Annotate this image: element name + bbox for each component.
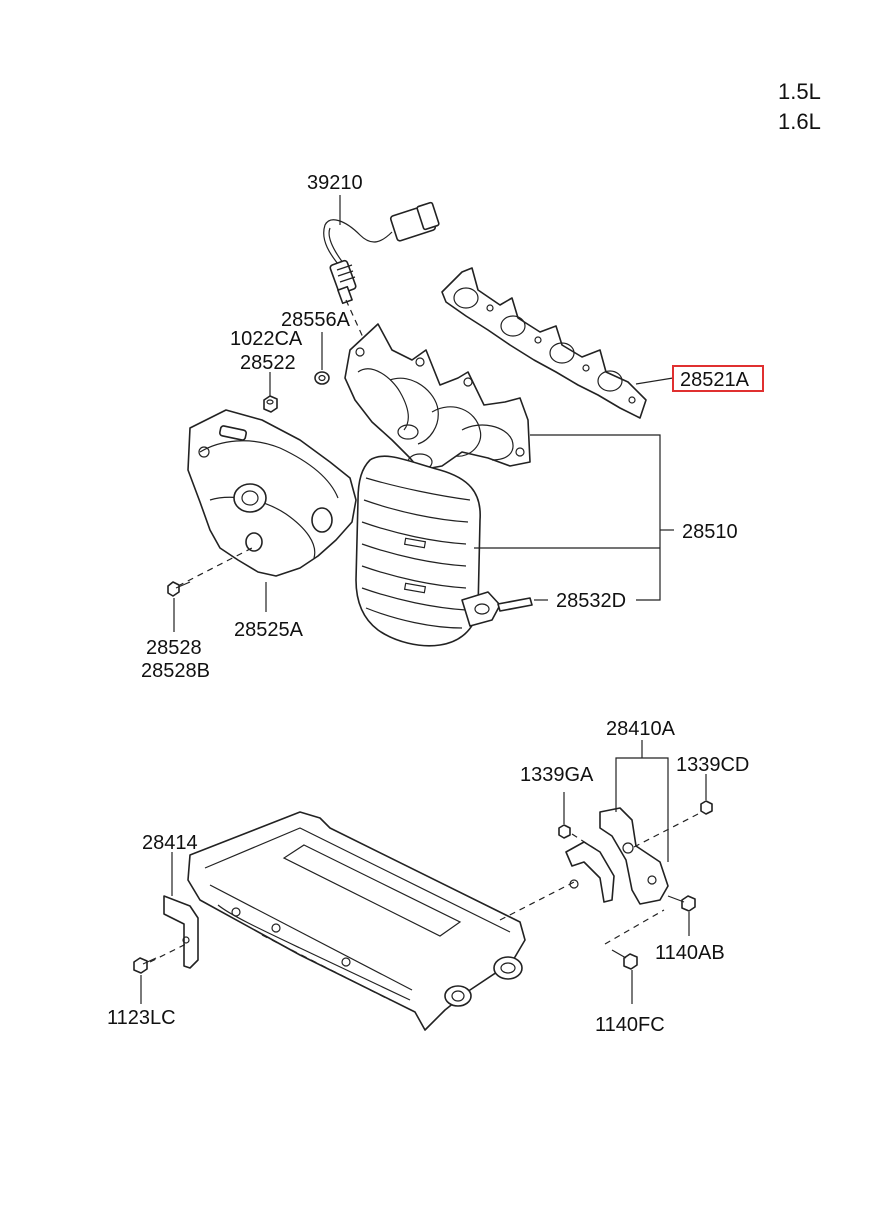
- nut-1339ga[interactable]: [558, 824, 571, 839]
- label-28556a[interactable]: 28556A: [281, 309, 351, 331]
- nut-1022ca[interactable]: [263, 395, 278, 413]
- engine-option-1: 1.5L: [778, 79, 821, 104]
- label-28521a[interactable]: 28521A: [680, 369, 750, 391]
- label-1123lc[interactable]: 1123LC: [107, 1007, 176, 1029]
- label-1339ga[interactable]: 1339GA: [520, 764, 594, 786]
- label-28528b[interactable]: 28528B: [141, 660, 210, 682]
- bolt-28528[interactable]: [167, 581, 191, 597]
- bolt-1140ab[interactable]: [667, 895, 696, 912]
- label-28528[interactable]: 28528: [146, 637, 202, 659]
- stud-bolt-28532d[interactable]: [497, 597, 533, 612]
- engine-cover[interactable]: [187, 811, 526, 1031]
- label-1022ca[interactable]: 1022CA: [230, 328, 303, 350]
- label-39210[interactable]: 39210: [307, 172, 363, 194]
- exhaust-manifold-catalyst[interactable]: [344, 323, 531, 647]
- label-28410a[interactable]: 28410A: [606, 718, 676, 740]
- label-28510[interactable]: 28510: [682, 521, 738, 543]
- oxygen-sensor[interactable]: [323, 201, 440, 305]
- label-28522[interactable]: 28522: [240, 352, 296, 374]
- label-28414[interactable]: 28414: [142, 832, 198, 854]
- bolt-1123lc[interactable]: [133, 957, 157, 974]
- heat-protector[interactable]: [187, 409, 357, 577]
- label-28532d[interactable]: 28532D: [556, 590, 626, 612]
- label-1339cd[interactable]: 1339CD: [676, 754, 749, 776]
- stay-28414[interactable]: [163, 895, 199, 969]
- label-1140fc[interactable]: 1140FC: [595, 1014, 665, 1036]
- highlight-box: [672, 365, 764, 392]
- gasket-28556a[interactable]: [314, 371, 330, 385]
- bracket-28410a[interactable]: [565, 807, 669, 905]
- engine-option-2: 1.6L: [778, 109, 821, 134]
- manifold-gasket[interactable]: [441, 267, 647, 419]
- label-28525a[interactable]: 28525A: [234, 619, 304, 641]
- bolt-1140fc[interactable]: [611, 949, 638, 970]
- label-1140ab[interactable]: 1140AB: [655, 942, 725, 964]
- nut-1339cd[interactable]: [700, 800, 713, 815]
